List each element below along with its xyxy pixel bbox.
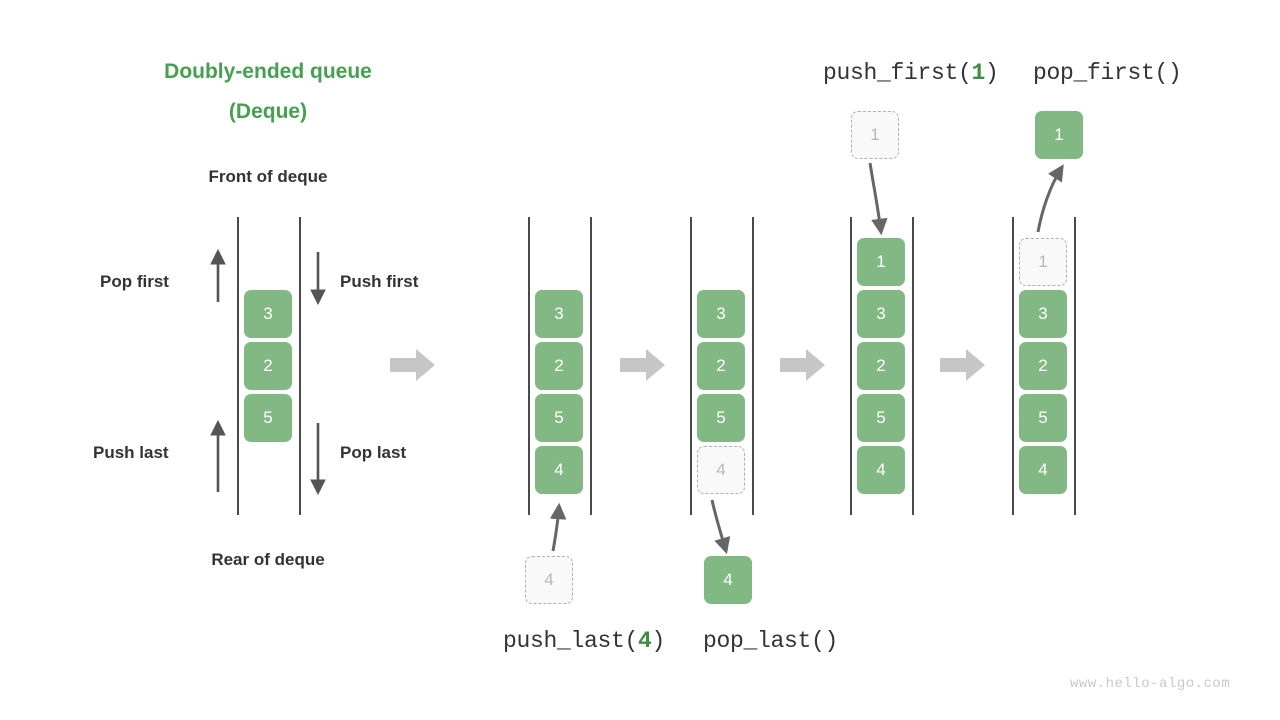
push-last-op-close: ) — [651, 628, 666, 654]
deque-cell-ghost[interactable]: 4 — [697, 446, 745, 494]
deque-cell[interactable]: 3 — [697, 290, 745, 338]
deque-cell[interactable]: 2 — [857, 342, 905, 390]
pop-first-label: Pop first — [100, 272, 169, 291]
push-last-operation-label: push_last(4) — [503, 628, 665, 654]
pop-last-operation-label: pop_last() — [703, 628, 838, 654]
deque-cell[interactable]: 2 — [535, 342, 583, 390]
pop-first-op-name: pop_first() — [1033, 60, 1182, 86]
rail-col5-left — [1012, 217, 1014, 515]
deque-cell-ghost[interactable]: 1 — [1019, 238, 1067, 286]
pop-first-operation-label: pop_first() — [1033, 60, 1182, 86]
deque-cell[interactable]: 1 — [857, 238, 905, 286]
pop-first-result-cell[interactable]: 1 — [1035, 111, 1083, 159]
pop-last-op-name: pop_last() — [703, 628, 839, 654]
push-first-label: Push first — [340, 272, 419, 291]
rail-col1-left — [237, 217, 239, 515]
rail-col5-right — [1074, 217, 1076, 515]
page-title-line2: (Deque) — [228, 100, 308, 123]
deque-cell[interactable]: 2 — [697, 342, 745, 390]
push-first-source-cell[interactable]: 1 — [851, 111, 899, 159]
push-first-op-name: push_first( — [823, 60, 972, 86]
push-first-op-close: ) — [985, 60, 999, 86]
deque-cell[interactable]: 5 — [535, 394, 583, 442]
deque-cell[interactable]: 2 — [244, 342, 292, 390]
push-first-flow-arrow-icon — [868, 162, 888, 236]
transition-arrow-icon — [940, 348, 986, 382]
transition-arrow-icon — [620, 348, 666, 382]
deque-cell[interactable]: 4 — [1019, 446, 1067, 494]
push-last-op-arg: 4 — [638, 628, 652, 654]
push-last-op-name: push_last( — [503, 628, 639, 654]
rear-of-deque-label: Rear of deque — [211, 550, 325, 569]
transition-arrow-icon — [780, 348, 826, 382]
deque-cell[interactable]: 3 — [535, 290, 583, 338]
rail-col3-left — [690, 217, 692, 515]
deque-cell[interactable]: 4 — [857, 446, 905, 494]
deque-cell[interactable]: 3 — [857, 290, 905, 338]
pop-last-flow-arrow-icon — [710, 499, 731, 555]
rail-col1-right — [299, 217, 301, 515]
push-last-flow-arrow-icon — [549, 502, 567, 552]
rail-col3-right — [752, 217, 754, 515]
deque-cell[interactable]: 2 — [1019, 342, 1067, 390]
push-first-operation-label: push_first(1) — [823, 60, 999, 86]
deque-cell[interactable]: 5 — [244, 394, 292, 442]
transition-arrow-icon — [390, 348, 436, 382]
rail-col4-right — [912, 217, 914, 515]
deque-cell[interactable]: 3 — [244, 290, 292, 338]
deque-cell[interactable]: 4 — [535, 446, 583, 494]
front-of-deque-label: Front of deque — [208, 167, 328, 186]
rail-col2-right — [590, 217, 592, 515]
deque-cell[interactable]: 5 — [1019, 394, 1067, 442]
rail-col4-left — [850, 217, 852, 515]
watermark: www.hello-algo.com — [1070, 676, 1231, 692]
deque-cell[interactable]: 5 — [697, 394, 745, 442]
pop-first-flow-arrow-icon — [1036, 164, 1064, 233]
pop-last-label: Pop last — [340, 443, 407, 462]
push-first-op-arg: 1 — [971, 60, 986, 86]
push-last-source-cell[interactable]: 4 — [525, 556, 573, 604]
deque-cell[interactable]: 3 — [1019, 290, 1067, 338]
deque-cell[interactable]: 5 — [857, 394, 905, 442]
pop-last-result-cell[interactable]: 4 — [704, 556, 752, 604]
rail-col2-left — [528, 217, 530, 515]
page-title-line1: Doubly-ended queue — [164, 60, 372, 83]
push-last-label: Push last — [93, 443, 169, 462]
